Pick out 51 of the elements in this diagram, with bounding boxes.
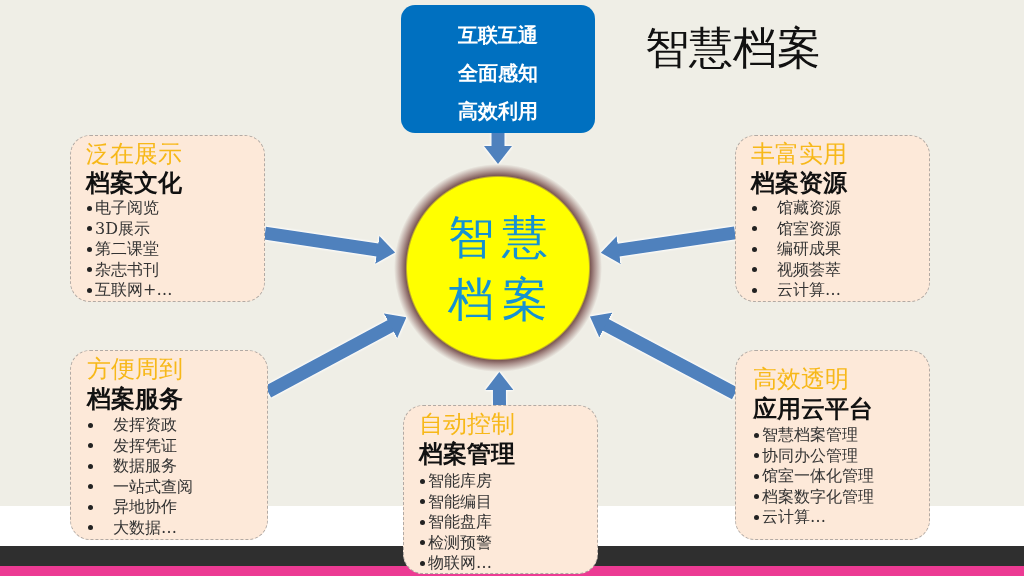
card-title: 档案文化 [86,168,182,198]
list-item: 云计算… [777,280,841,301]
arrow [600,226,736,264]
list-item: 数据服务 [113,456,177,477]
card-tagline: 丰富实用 [751,140,847,168]
topic-card [735,350,930,540]
card-title: 应用云平台 [753,394,873,425]
list-item: 档案数字化管理 [762,486,874,507]
topic-card [735,135,930,302]
card-title: 档案资源 [751,168,847,198]
list-item: 第二课堂 [95,239,159,260]
topic-card [403,405,598,574]
card-tagline: 泛在展示 [86,140,182,168]
list-item: 互联网+… [95,280,173,301]
list-item: 编研成果 [777,239,841,260]
list-item: 馆室资源 [777,218,841,239]
keyword: 互联互通 [458,23,538,47]
card-tagline: 高效透明 [753,365,849,393]
list-item: 检测预警 [428,532,492,553]
list-item: 电子阅览 [95,198,159,219]
list-item: 协同办公管理 [762,445,858,466]
list-item: 云计算… [762,507,826,528]
list-item: 发挥资政 [113,415,177,436]
card-tagline: 方便周到 [87,355,183,383]
list-item: 物联网… [428,553,492,574]
topic-card [70,350,268,540]
card-title: 档案服务 [87,384,183,415]
list-item: 视频荟萃 [777,259,841,280]
list-item: 3D展示 [95,218,150,239]
circle-label: 智慧档案 [447,209,557,328]
arrow [264,226,396,264]
list-item: 一站式查阅 [113,476,193,497]
arrow [484,133,512,164]
list-item: 智慧档案管理 [762,425,858,446]
list-item: 智能盘库 [428,512,492,533]
list-item: 智能库房 [428,471,492,492]
arrow [485,372,514,406]
keyword: 全面感知 [458,61,538,85]
list-item: 智能编目 [428,491,492,512]
keyword-box [401,5,595,133]
list-item: 馆室一体化管理 [762,466,874,487]
topic-card [70,135,265,302]
list-item: 大数据… [113,517,177,538]
list-item: 发挥凭证 [113,435,177,456]
card-tagline: 自动控制 [419,410,515,438]
list-item: 馆藏资源 [777,198,841,219]
card-title: 档案管理 [419,439,515,470]
list-item: 异地协作 [113,497,177,518]
list-item: 杂志书刊 [95,259,159,280]
page-title: 智慧档案 [645,21,821,74]
keyword: 高效利用 [458,99,538,123]
